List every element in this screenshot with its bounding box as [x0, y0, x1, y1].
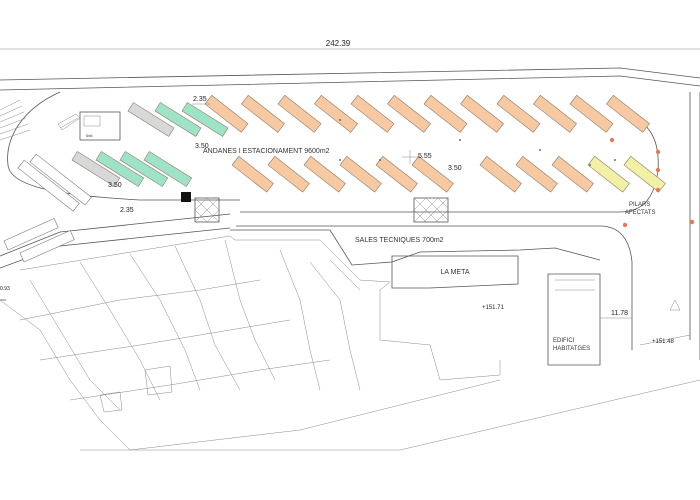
bay-top — [569, 94, 614, 133]
edifici-label-1: EDIFICI — [553, 338, 575, 344]
dim-5-55: 5.55 — [418, 153, 432, 160]
bay-left-top — [154, 102, 202, 137]
dim-2-35-left: 2.35 — [120, 207, 134, 214]
bay-bottom — [375, 155, 418, 193]
right-elevation: +151.48 0.93 — [0, 286, 691, 346]
overall-dimension: 242.39 — [0, 39, 700, 50]
urban-blocks — [0, 235, 700, 451]
stairs-left — [0, 99, 31, 141]
dim-3-50-top: 3.50 — [195, 143, 209, 150]
pillar-marker — [609, 137, 615, 143]
pilars-label-1: PILARS — [629, 202, 650, 208]
edifici-habitatges: EDIFICI HABITATGES 11.78 — [547, 273, 632, 366]
bay-top — [387, 94, 431, 133]
pillar-marker — [622, 222, 628, 228]
labels: ANDANES I ESTACIONAMENT 9600m2 SALES TEC… — [108, 96, 655, 244]
column-dot — [379, 159, 381, 161]
column-dot — [339, 119, 341, 121]
bay-top — [606, 94, 650, 133]
bay-top — [533, 94, 577, 133]
bay-top — [277, 94, 322, 133]
pillar-marker — [655, 167, 661, 173]
bay-top — [314, 94, 358, 133]
bay-top — [204, 94, 249, 133]
bay-top — [423, 94, 468, 133]
column-dot — [589, 164, 591, 166]
small-building: 0x6 — [57, 111, 121, 141]
sales-label: SALES TECNIQUES 700m2 — [355, 237, 444, 244]
dim-3-50-left: 3.50 — [108, 182, 122, 189]
pillar-marker — [655, 149, 661, 155]
bay-bottom — [411, 155, 454, 193]
bay-left-bottom — [143, 151, 193, 187]
column-dot — [614, 159, 616, 161]
dim-2-35-top: 2.35 — [193, 96, 207, 103]
bay-bottom — [551, 155, 594, 193]
bay-bottom — [515, 155, 558, 193]
bay-bottom — [303, 155, 346, 193]
elevation-151-48: +151.48 — [652, 339, 675, 345]
pillar-marker — [655, 187, 661, 193]
pilars-label-2: AFECTATS — [625, 210, 655, 216]
bay-bottom — [479, 155, 522, 193]
bay-left-top — [127, 102, 175, 137]
bay-bottom — [267, 155, 310, 193]
bay-bottom — [623, 155, 666, 193]
dim-3-50-mid: 3.50 — [448, 165, 462, 172]
bay-top — [496, 94, 541, 133]
bay-left-bottom — [95, 151, 145, 187]
overall-width-label: 242.39 — [326, 39, 351, 48]
bays-layer — [71, 94, 666, 193]
la-meta-label: LA META — [440, 269, 469, 276]
edifici-label-2: HABITATGES — [553, 346, 590, 352]
bay-top — [241, 94, 285, 133]
column-dot — [459, 139, 461, 141]
bay-top — [460, 94, 504, 133]
bay-bottom — [587, 155, 630, 193]
column-dot — [339, 159, 341, 161]
bay-left-top — [181, 102, 229, 137]
small-box-label: 0x6 — [86, 133, 93, 138]
hatched-crossings — [181, 192, 449, 223]
column-dot — [539, 149, 541, 151]
side-left-label: 0.93 — [0, 286, 10, 292]
bay-left-bottom — [71, 151, 121, 187]
bay-bottom — [231, 155, 274, 193]
bay-top — [350, 94, 395, 133]
andanes-label: ANDANES I ESTACIONAMENT 9600m2 — [203, 148, 330, 155]
pillars-layer — [339, 119, 695, 228]
elevation-151-71: +151.71 — [482, 305, 505, 311]
bay-bottom — [339, 155, 382, 193]
pillar-marker — [689, 219, 695, 225]
la-meta-building: LA META +151.71 — [391, 255, 519, 311]
bay-left-bottom — [119, 151, 169, 187]
dim-11-78: 11.78 — [611, 310, 628, 317]
left-slabs — [3, 153, 92, 263]
